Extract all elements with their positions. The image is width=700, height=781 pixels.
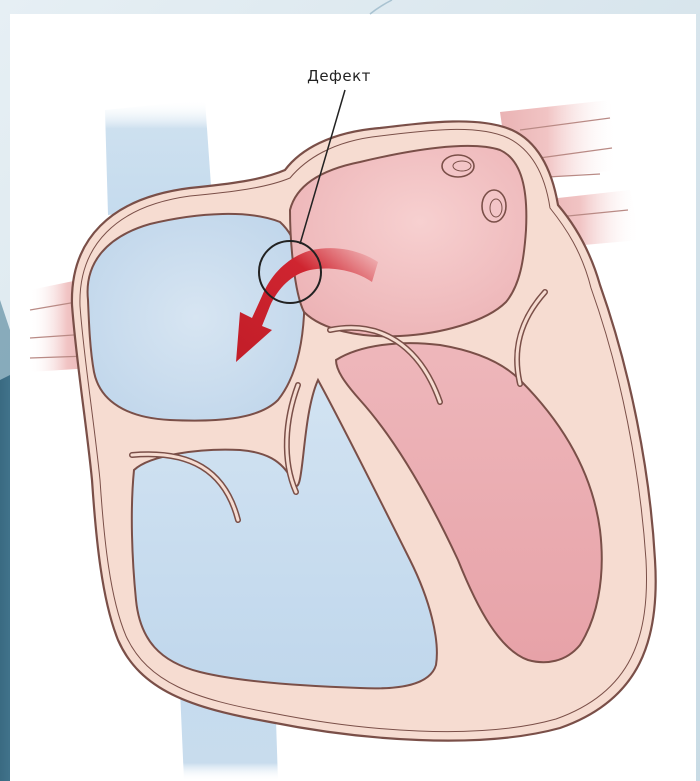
- pulmonary-vein-opening: [442, 155, 474, 177]
- right-atrium: [88, 214, 305, 421]
- defect-label: Дефект: [307, 67, 371, 85]
- pulmonary-vein-opening: [482, 190, 506, 222]
- left-atrium: [290, 146, 526, 336]
